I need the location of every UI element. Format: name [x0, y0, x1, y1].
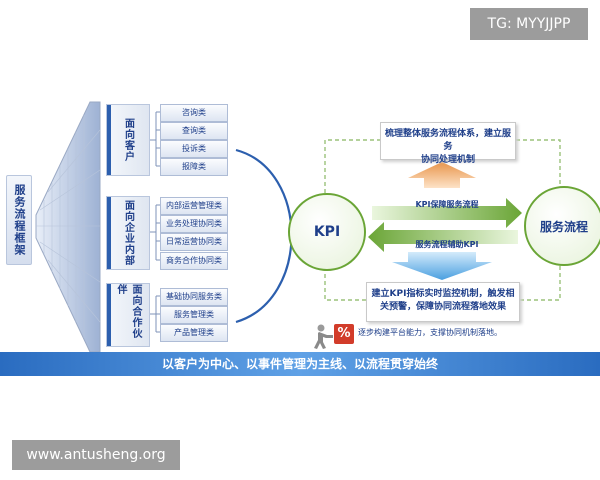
watermark-bottom-left: www.antusheng.org — [12, 440, 180, 470]
group-stripe — [107, 197, 111, 269]
framework-label: 服务流程框架 — [6, 175, 32, 265]
bottom-box-line1: 建立KPI指标实时监控机制，触发相 — [371, 289, 515, 299]
item-complaint: 投诉类 — [160, 140, 228, 158]
item-business-collab: 业务处理协同类 — [160, 215, 228, 233]
arc-bracket — [235, 148, 293, 324]
down-arrow — [392, 252, 492, 280]
item-service-mgmt: 服务管理类 — [160, 306, 228, 324]
group-partner-label: 面向合作伙伴 — [115, 284, 141, 339]
group-brackets — [148, 111, 160, 333]
group-customer-label: 面向客户 — [122, 118, 134, 162]
item-fault-report: 报障类 — [160, 158, 228, 176]
group-enterprise-label: 面向企业内部 — [122, 200, 134, 266]
group-customer: 面向客户 — [106, 104, 150, 176]
percent-icon: % — [334, 324, 354, 344]
person-pushing-icon — [314, 324, 333, 349]
kpi-label: KPI — [313, 224, 341, 240]
item-product-mgmt: 产品管理类 — [160, 324, 228, 342]
item-commercial-collab: 商务合作协同类 — [160, 252, 228, 270]
top-text-box: 梳理整体服务流程体系，建立服务 协同处理机制 — [380, 122, 516, 165]
group-enterprise: 面向企业内部 — [106, 196, 150, 270]
top-box-line2: 协同处理机制 — [420, 155, 475, 165]
arrow-right-label: KPI保障服务流程 — [415, 200, 479, 209]
top-box-line1: 梳理整体服务流程体系，建立服务 — [384, 129, 511, 152]
left-arrow — [368, 222, 518, 252]
item-query: 查询类 — [160, 122, 228, 140]
cycle-frame — [324, 139, 561, 301]
up-arrow — [408, 162, 476, 188]
watermark-top-right: TG: MYYJJPP — [470, 8, 588, 40]
bottom-box-line2: 关预警，保障协同流程落地效果 — [379, 302, 506, 312]
bottom-text-box: 建立KPI指标实时监控机制，触发相 关预警，保障协同流程落地效果 — [366, 282, 520, 322]
group-stripe — [107, 284, 111, 346]
arrow-left-label: 服务流程辅助KPI — [415, 240, 479, 249]
group-partner: 面向合作伙伴 — [106, 283, 150, 347]
group-stripe — [107, 105, 111, 175]
kpi-circle: KPI — [288, 193, 366, 271]
right-arrow — [372, 198, 522, 228]
item-internal-ops: 内部运营管理类 — [160, 197, 228, 215]
note-text: 逐步构建平台能力，支撑协同机制落地。 — [358, 328, 502, 337]
process-label: 服务流程 — [539, 219, 588, 234]
item-basic-collab: 基础协同服务类 — [160, 288, 228, 306]
item-consult: 咨询类 — [160, 104, 228, 122]
perspective-panel — [35, 101, 101, 353]
process-circle: 服务流程 — [524, 186, 600, 266]
bottom-banner: 以客户为中心、以事件管理为主线、以流程贯穿始终 — [0, 352, 600, 376]
item-daily-ops: 日常运营协同类 — [160, 233, 228, 251]
